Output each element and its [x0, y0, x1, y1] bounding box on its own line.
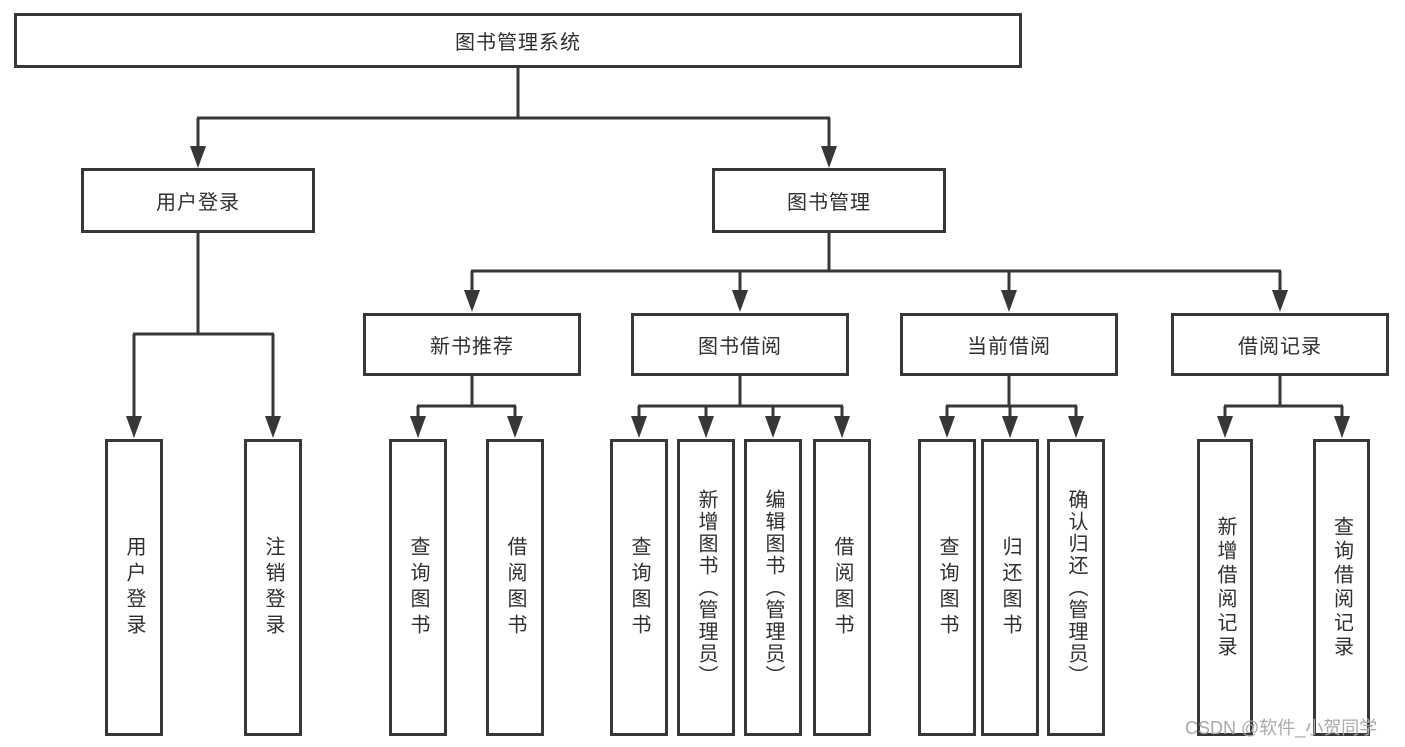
leaf-label: 借阅图书 [504, 535, 526, 640]
leaf-label: 归还图书 [999, 535, 1021, 640]
leaf-add-book-admin: 新增图书（管理员） [677, 439, 735, 736]
leaf-query-books: 查询图书 [389, 439, 447, 736]
leaf-label: 编辑图书（管理员） [762, 488, 784, 687]
arrowhead-icon [631, 416, 647, 438]
arrowhead-icon [732, 290, 748, 312]
leaf-label: 查询图书 [936, 535, 958, 640]
connector-management-split [470, 233, 1282, 291]
arrowhead-icon [698, 416, 714, 438]
connector-borrow-records-split [1223, 376, 1344, 417]
arrowhead-icon [765, 416, 781, 438]
arrowhead-icon [190, 146, 206, 168]
leaf-edit-book-admin: 编辑图书（管理员） [744, 439, 802, 736]
node-label: 当前借阅 [967, 336, 1051, 358]
connector-root-split [196, 68, 831, 147]
branch-user-login: 用户登录 [81, 168, 315, 233]
leaf-add-borrow-record: 新增借阅记录 [1197, 439, 1253, 736]
node-borrow-records: 借阅记录 [1171, 313, 1389, 376]
arrowhead-icon [939, 416, 955, 438]
arrowhead-icon [507, 416, 523, 438]
leaf-label: 查询图书 [628, 535, 650, 640]
node-label: 新书推荐 [430, 336, 514, 358]
root-node-library-system: 图书管理系统 [14, 13, 1022, 68]
node-label: 借阅记录 [1238, 336, 1322, 358]
watermark: CSDN @软件_小贺同学 [1185, 718, 1378, 738]
arrowhead-icon [126, 416, 142, 438]
node-new-book-recommend: 新书推荐 [363, 313, 581, 376]
root-node-label: 图书管理系统 [455, 32, 581, 54]
leaf-query-borrow-record: 查询借阅记录 [1313, 439, 1370, 736]
leaf-label: 查询图书 [407, 535, 429, 640]
node-current-borrow: 当前借阅 [900, 313, 1118, 376]
leaf-label: 确认归还（管理员） [1065, 488, 1087, 687]
arrowhead-icon [834, 416, 850, 438]
leaf-query-books: 查询图书 [610, 439, 668, 736]
branch-label: 用户登录 [156, 192, 240, 214]
arrowhead-icon [464, 290, 480, 312]
connector-current-borrow-split [945, 376, 1078, 417]
arrowhead-icon [1001, 290, 1017, 312]
connector-new-book-split [416, 376, 517, 417]
leaf-label: 注销登录 [262, 535, 284, 640]
arrowhead-icon [410, 416, 426, 438]
leaf-return-books: 归还图书 [981, 439, 1039, 736]
arrowhead-icon [1217, 416, 1233, 438]
leaf-user-login: 用户登录 [105, 439, 163, 736]
leaf-query-books: 查询图书 [918, 439, 976, 736]
connector-book-borrow-split [637, 376, 844, 417]
leaf-label: 新增图书（管理员） [695, 488, 717, 687]
leaf-confirm-return-admin: 确认归还（管理员） [1047, 439, 1105, 736]
leaf-logout: 注销登录 [244, 439, 302, 736]
branch-book-management: 图书管理 [712, 168, 946, 233]
arrowhead-icon [821, 146, 837, 168]
leaf-label: 查询借阅记录 [1330, 515, 1353, 660]
node-book-borrow: 图书借阅 [631, 313, 849, 376]
branch-label: 图书管理 [787, 192, 871, 214]
node-label: 图书借阅 [698, 336, 782, 358]
leaf-label: 借阅图书 [831, 535, 853, 640]
arrowhead-icon [1002, 416, 1018, 438]
leaf-borrow-books: 借阅图书 [813, 439, 871, 736]
arrowhead-icon [265, 416, 281, 438]
leaf-label: 新增借阅记录 [1214, 515, 1236, 660]
leaf-borrow-books: 借阅图书 [486, 439, 544, 736]
arrowhead-icon [1334, 416, 1350, 438]
arrowhead-icon [1068, 416, 1084, 438]
connector-user-login-split [132, 233, 275, 417]
arrowhead-icon [1272, 290, 1288, 312]
leaf-label: 用户登录 [123, 535, 145, 640]
